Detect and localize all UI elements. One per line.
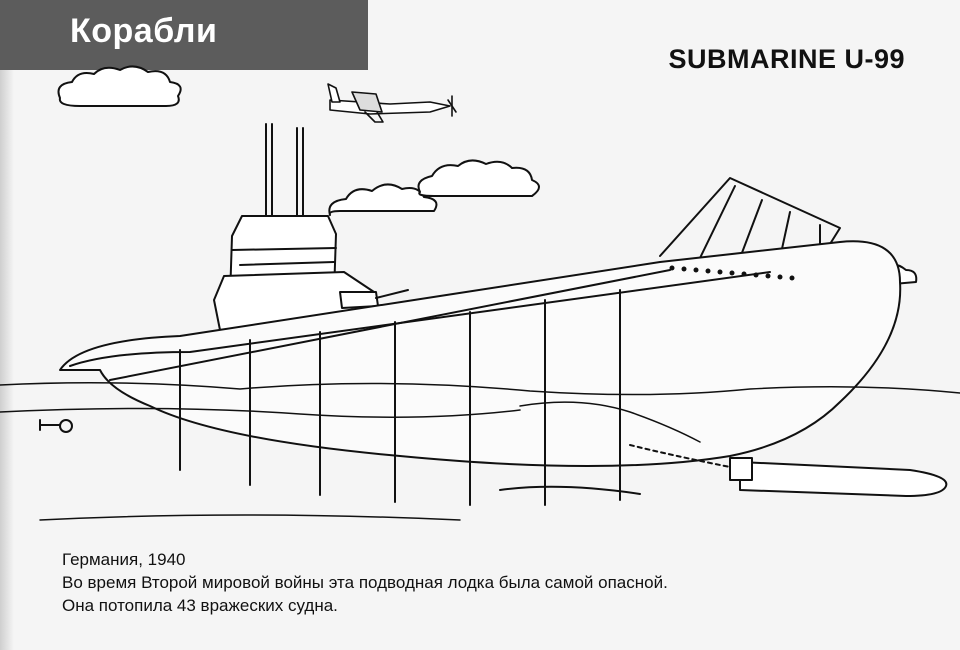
- hull-portholes: [669, 265, 795, 281]
- section-banner: Корабли: [0, 0, 368, 70]
- caption-line-3: Она потопила 43 вражеских судна.: [62, 596, 338, 615]
- torpedo: [629, 444, 948, 497]
- airplane: [327, 83, 457, 123]
- submarine-hull: [39, 240, 902, 506]
- caption-line-1: Германия, 1940: [62, 550, 186, 569]
- section-title: Корабли: [70, 12, 218, 50]
- ship-title: SUBMARINE U-99: [668, 44, 905, 74]
- submarine-illustration: [0, 65, 960, 521]
- cloud-middle: [328, 183, 438, 216]
- cloud-right: [417, 159, 540, 197]
- page-edge-shadow: [0, 0, 14, 650]
- caption-line-2: Во время Второй мировой войны эта подвод…: [62, 573, 668, 592]
- cloud-left: [57, 65, 182, 107]
- water: [0, 382, 960, 521]
- periscopes: [265, 123, 304, 223]
- caption: Германия, 1940 Во время Второй мировой в…: [62, 548, 668, 617]
